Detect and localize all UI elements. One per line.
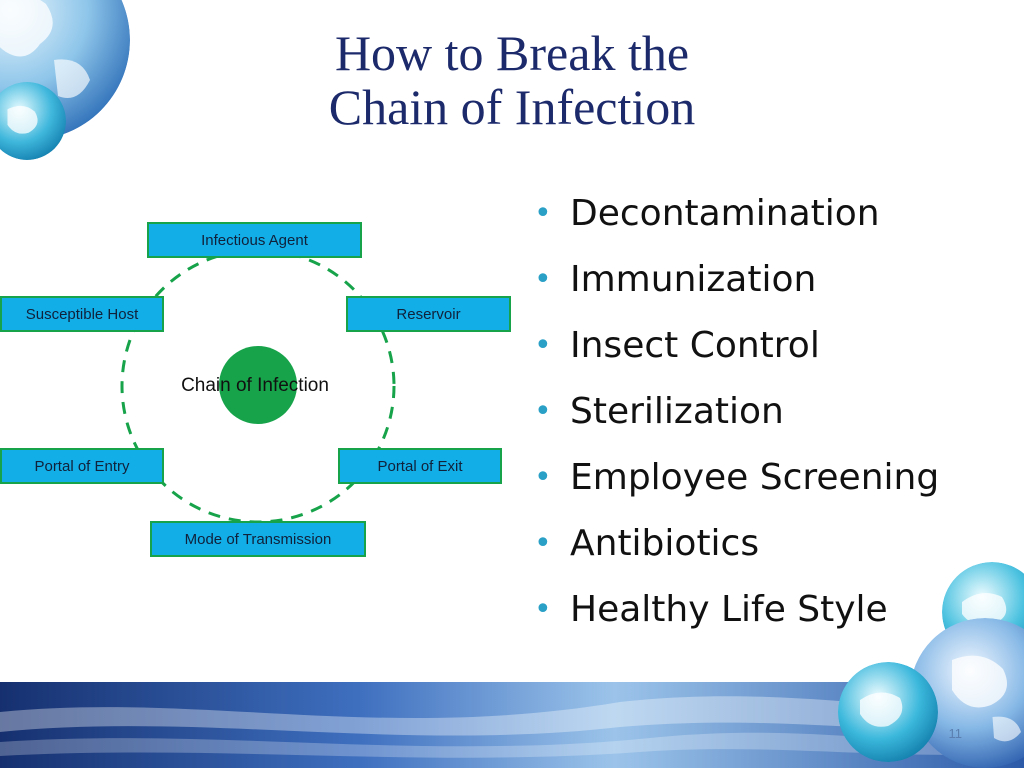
- bullet-text: Employee Screening: [570, 457, 940, 498]
- node-susceptible-host: Susceptible Host: [0, 296, 164, 332]
- node-infectious-agent: Infectious Agent: [147, 222, 362, 258]
- bullet-item: • Immunization: [530, 256, 1000, 322]
- bullet-item: • Decontamination: [530, 190, 1000, 256]
- bullet-item: • Employee Screening: [530, 454, 1000, 520]
- bullet-icon: •: [534, 262, 552, 297]
- bullet-list: • Decontamination • Immunization • Insect Con…: [530, 190, 1000, 652]
- bullet-icon: •: [534, 328, 552, 363]
- node-portal-of-exit: Portal of Exit: [338, 448, 502, 484]
- slide-number: 11: [948, 726, 963, 741]
- bullet-icon: •: [534, 196, 552, 231]
- bullet-icon: •: [534, 526, 552, 561]
- globe-bottom-right-front: [838, 662, 938, 762]
- bullet-item: • Antibiotics: [530, 520, 1000, 586]
- slide-title: How to Break the Chain of Infection: [200, 26, 824, 134]
- node-mode-of-transmission: Mode of Transmission: [150, 521, 366, 557]
- center-label: Chain of Infection: [181, 375, 329, 396]
- node-portal-of-entry: Portal of Entry: [0, 448, 164, 484]
- bullet-text: Antibiotics: [570, 523, 760, 564]
- bullet-icon: •: [534, 394, 552, 429]
- bullet-icon: •: [534, 592, 552, 627]
- bottom-wave-band: [0, 682, 1024, 768]
- globe-top-left-small: [0, 82, 66, 160]
- title-line-1: How to Break the: [334, 25, 690, 81]
- bullet-item: • Sterilization: [530, 388, 1000, 454]
- bullet-text: Decontamination: [570, 193, 880, 234]
- chain-of-infection-diagram: Chain of Infection Infectious Agent Rese…: [0, 200, 520, 580]
- center-circle: [219, 346, 297, 424]
- title-line-2: Chain of Infection: [328, 79, 696, 135]
- bullet-text: Insect Control: [570, 325, 820, 366]
- bullet-text: Immunization: [570, 259, 817, 300]
- bullet-item: • Healthy Life Style: [530, 586, 1000, 652]
- globe-bottom-right-large: [910, 618, 1024, 768]
- bullet-icon: •: [534, 460, 552, 495]
- bullet-item: • Insect Control: [530, 322, 1000, 388]
- bullet-text: Sterilization: [570, 391, 784, 432]
- bullet-text: Healthy Life Style: [570, 589, 888, 630]
- node-reservoir: Reservoir: [346, 296, 511, 332]
